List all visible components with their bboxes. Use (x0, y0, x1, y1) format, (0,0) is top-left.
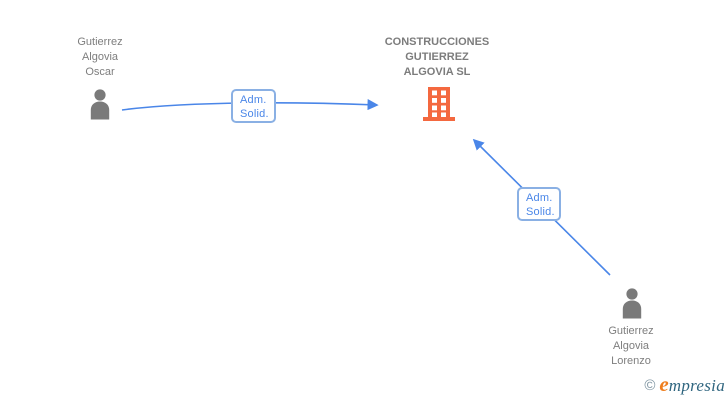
edge-label-adm-solid-2: Adm. Solid. (517, 187, 561, 221)
edge2-label-line1: Adm. (526, 192, 553, 204)
edge1-label-line1: Adm. (240, 94, 267, 106)
company-line1: CONSTRUCCIONES (384, 36, 490, 48)
company-line3: ALGOVIA SL (403, 66, 471, 78)
person-icon (85, 88, 115, 125)
node-company-construcciones[interactable]: CONSTRUCCIONES GUTIERREZ ALGOVIA SL (357, 35, 517, 125)
person-lorenzo-label: Gutierrez Algovia Lorenzo (571, 324, 691, 369)
edge2-label-line2: Solid. (526, 206, 555, 218)
empresia-logo: © empresia (644, 372, 725, 397)
empresia-logo-text: mpresia (668, 376, 725, 395)
person-oscar-line2: Algovia (81, 51, 119, 63)
empresia-logo-initial: e (659, 372, 669, 396)
company-line2: GUTIERREZ (405, 51, 469, 63)
company-label: CONSTRUCCIONES GUTIERREZ ALGOVIA SL (357, 35, 517, 80)
node-person-lorenzo[interactable]: Gutierrez Algovia Lorenzo (571, 286, 691, 371)
person-oscar-line3: Oscar (85, 66, 115, 78)
person-oscar-line1: Gutierrez (77, 36, 123, 48)
edge-label-adm-solid-1: Adm. Solid. (231, 89, 276, 123)
person-lorenzo-line1: Gutierrez (608, 325, 654, 337)
person-lorenzo-line3: Lorenzo (611, 355, 651, 367)
building-icon (420, 86, 458, 127)
person-lorenzo-line2: Algovia (612, 340, 650, 352)
node-person-oscar[interactable]: Gutierrez Algovia Oscar (40, 35, 160, 125)
edge1-label-line2: Solid. (240, 108, 269, 120)
copyright-icon: © (644, 377, 656, 394)
person-oscar-label: Gutierrez Algovia Oscar (40, 35, 160, 80)
person-icon (617, 287, 647, 324)
